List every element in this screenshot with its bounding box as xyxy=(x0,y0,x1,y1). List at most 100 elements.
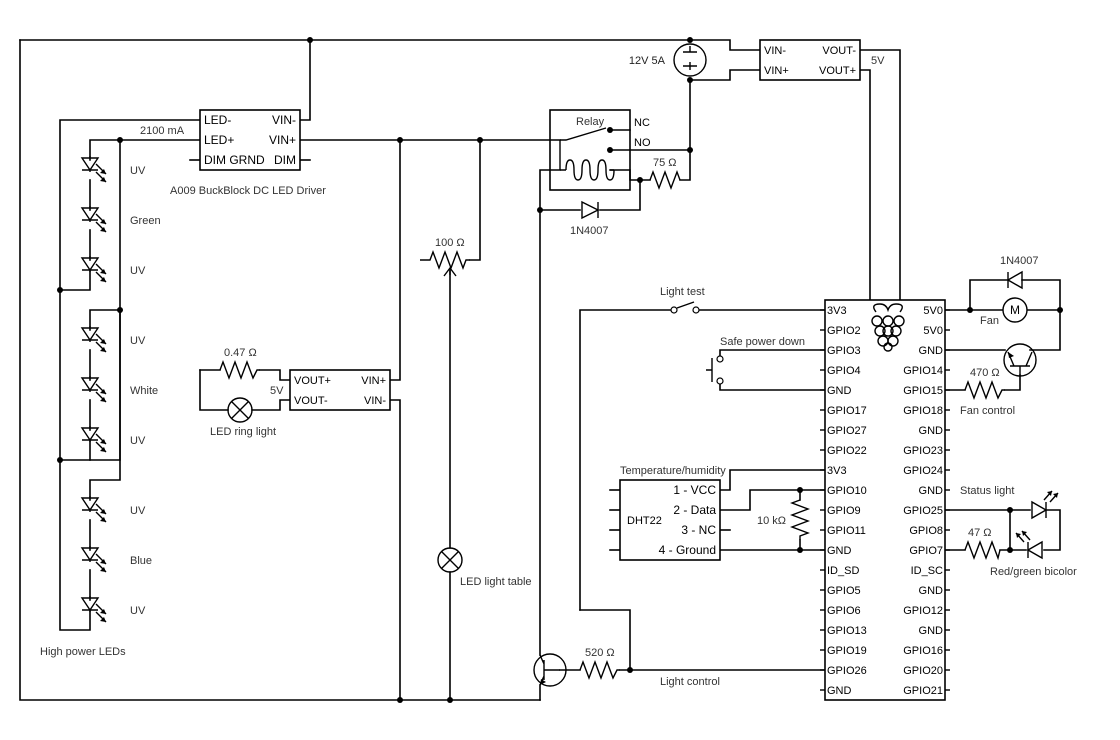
pi-pin-right: GPIO21 xyxy=(903,685,943,697)
pi-left-pins: 3V3GPIO2GPIO3GPIO4GNDGPIO17GPIO27GPIO223… xyxy=(827,305,867,697)
light-table-label: LED light table xyxy=(460,576,532,588)
led-label: Blue xyxy=(130,555,152,567)
led-label: UV xyxy=(130,165,146,177)
led-driver: LED- LED+ DIM GRND VIN- VIN+ DIM A009 Bu… xyxy=(140,109,326,197)
pi-pin-left: GND xyxy=(827,685,852,697)
pi-pin-right: GPIO23 xyxy=(903,445,943,457)
r10k-label: 10 kΩ xyxy=(757,515,786,527)
led-label: Green xyxy=(130,215,161,227)
relay-diode: 1N4007 xyxy=(570,200,609,237)
led-icon xyxy=(80,426,107,453)
led-labels: UV Green UV UV White UV UV Blue UV xyxy=(130,165,161,617)
safe-power-down-label: Safe power down xyxy=(720,336,805,348)
dht22-title: Temperature/humidity xyxy=(620,465,726,477)
led-label: UV xyxy=(130,505,146,517)
buck-top-vout-minus: VOUT- xyxy=(822,45,856,57)
lamp-icon xyxy=(437,547,463,573)
led-icon xyxy=(80,596,107,623)
r75-label: 75 Ω xyxy=(653,157,677,169)
pi-pin-left: GPIO22 xyxy=(827,445,867,457)
raspberry-logo-icon xyxy=(871,303,905,352)
driver-vin-plus: VIN+ xyxy=(269,133,296,147)
light-control-transistor: Light control xyxy=(533,653,720,688)
driver-name: A009 BuckBlock DC LED Driver xyxy=(170,185,326,197)
ring-light: LED ring light xyxy=(210,397,276,438)
pi-pin-right: 5V0 xyxy=(923,325,943,337)
small-buck-vin-minus: VIN- xyxy=(364,395,386,407)
light-test-label: Light test xyxy=(660,286,705,298)
pi-pin-left: 3V3 xyxy=(827,305,847,317)
small-buck-vout-minus: VOUT- xyxy=(294,395,328,407)
driver-led-plus: LED+ xyxy=(204,133,234,147)
led-icon xyxy=(80,326,107,353)
bicolor-label: Red/green bicolor xyxy=(990,566,1077,578)
pi-pin-right: GPIO25 xyxy=(903,505,943,517)
pi-pin-right: GPIO12 xyxy=(903,605,943,617)
r47-label: 47 Ω xyxy=(968,527,992,539)
resistor-520: 520 Ω xyxy=(579,647,620,680)
pi-pin-right: GND xyxy=(919,585,944,597)
pi-pin-left: GPIO9 xyxy=(827,505,861,517)
potentiometer-100: 100 Ω xyxy=(420,237,470,277)
r470-label: 470 Ω xyxy=(970,367,1000,379)
small-buck-vin-plus: VIN+ xyxy=(361,375,386,387)
led-icon xyxy=(80,546,107,573)
led-icon xyxy=(80,206,107,233)
led-label: UV xyxy=(130,265,146,277)
led-icon xyxy=(80,156,107,183)
psu-label: 12V 5A xyxy=(629,55,666,67)
driver-vin-minus: VIN- xyxy=(272,113,296,127)
resistor-047: 0.47 Ω xyxy=(219,347,260,380)
status-light-label: Status light xyxy=(960,485,1014,497)
motor-icon xyxy=(1002,297,1028,323)
pi-pin-left: GPIO4 xyxy=(827,365,861,377)
fan-label: Fan xyxy=(980,315,999,327)
pi-pin-left: ID_SD xyxy=(827,565,859,577)
buck-top-5v-label: 5V xyxy=(871,55,885,67)
motor-symbol: M xyxy=(1010,303,1020,317)
pi-pin-left: GPIO17 xyxy=(827,405,867,417)
buck-converter-small: VOUT+ VOUT- VIN+ VIN- 5V xyxy=(270,369,391,411)
pi-pin-left: GPIO10 xyxy=(827,485,867,497)
pi-pin-right: GPIO8 xyxy=(909,525,943,537)
pi-pin-right: GPIO7 xyxy=(909,545,943,557)
safe-power-down-switch: Safe power down xyxy=(706,336,805,385)
pi-pin-right: 5V0 xyxy=(923,305,943,317)
relay-coil-icon xyxy=(560,159,615,181)
dht22-name: DHT22 xyxy=(627,515,662,527)
pi-pin-right: GPIO16 xyxy=(903,645,943,657)
pi-pin-left: GPIO2 xyxy=(827,325,861,337)
r520-label: 520 Ω xyxy=(585,647,615,659)
light-test-switch: Light test xyxy=(660,286,705,314)
pi-pin-left: GPIO27 xyxy=(827,425,867,437)
led-label: UV xyxy=(130,435,146,447)
fan-diode-label: 1N4007 xyxy=(1000,255,1039,267)
resistor-75: 75 Ω xyxy=(649,157,681,190)
pi-pin-left: GPIO3 xyxy=(827,345,861,357)
pi-pin-left: GND xyxy=(827,385,852,397)
pi-pin-left: GPIO5 xyxy=(827,585,861,597)
light-table: LED light table xyxy=(437,547,532,588)
junctions xyxy=(57,37,1063,703)
relay-diode-label: 1N4007 xyxy=(570,225,609,237)
fan: M Fan xyxy=(980,297,1028,327)
pi-pin-left: GPIO19 xyxy=(827,645,867,657)
relay-no: NO xyxy=(634,137,651,149)
fan-diode: 1N4007 xyxy=(1000,255,1039,290)
pi-pin-left: GPIO11 xyxy=(827,525,866,537)
small-buck-vout-plus: VOUT+ xyxy=(294,375,331,387)
power-supply: 12V 5A xyxy=(629,43,707,77)
led-label: White xyxy=(130,385,158,397)
status-led: Status light Red/green bicolor xyxy=(960,485,1077,578)
buck-top-vout-plus: VOUT+ xyxy=(819,65,856,77)
dht22-sensor: DHT22 1 - VCC 2 - Data 3 - NC 4 - Ground… xyxy=(619,465,726,561)
resistor-470: 470 Ω xyxy=(964,367,1005,400)
light-control-label: Light control xyxy=(660,676,720,688)
transistor-icon xyxy=(533,653,567,687)
pi-right-pins: 5V05V0GNDGPIO14GPIO15GPIO18GNDGPIO23GPIO… xyxy=(903,305,943,697)
led-strip xyxy=(80,156,107,623)
pi-pin-left: GPIO6 xyxy=(827,605,861,617)
r047-label: 0.47 Ω xyxy=(224,347,257,359)
pi-pin-right: GPIO14 xyxy=(903,365,943,377)
